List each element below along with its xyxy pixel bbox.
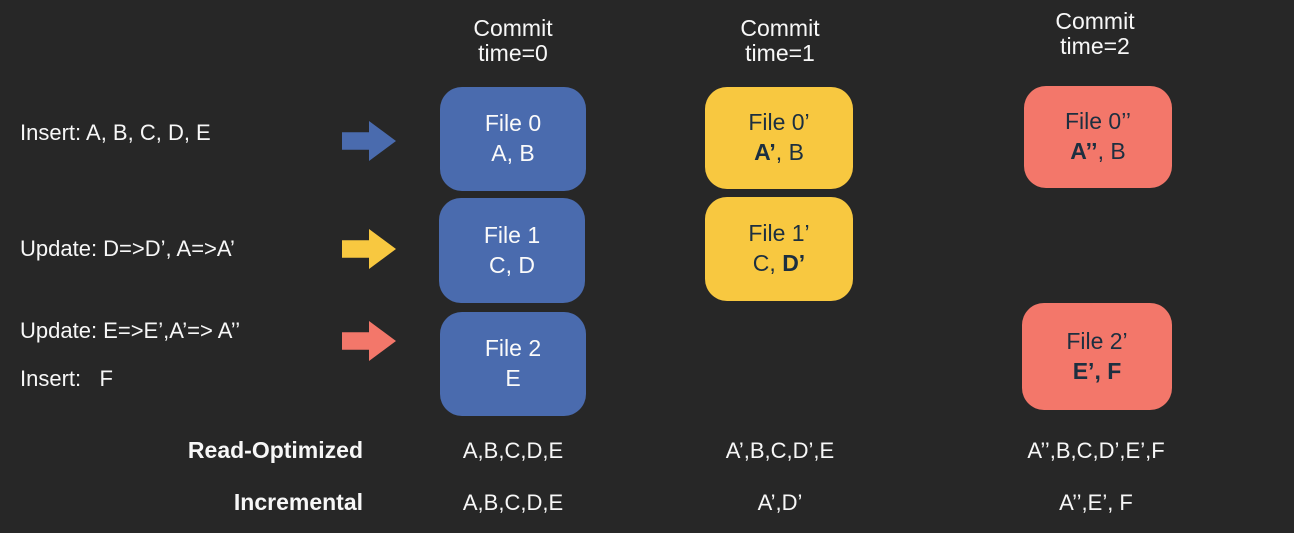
- file-box-title: File 2’: [1066, 327, 1128, 354]
- arrow-right-icon-yellow: [342, 229, 396, 269]
- operation-label-insert-f: Insert: F: [20, 366, 113, 391]
- incremental-value-commit-2: A’’,E’, F: [1059, 490, 1133, 515]
- read-optimized-value-commit-1: A’,B,C,D’,E: [725, 438, 835, 463]
- file-box-title: File 0’’: [1064, 108, 1132, 135]
- read-optimized-value-commit-0: A,B,C,D,E: [462, 438, 564, 463]
- read-optimized-value-commit-2: A’’,B,C,D’,E’,F: [1027, 438, 1165, 463]
- column-header-commit-time-0: Commit time=0: [473, 15, 553, 67]
- file-box-file2: File 2 E: [440, 312, 586, 416]
- file-box-title: File 2: [484, 335, 542, 362]
- file-box-contents: E’, F: [1072, 357, 1122, 384]
- file-box-contents: C, D: [489, 251, 535, 278]
- file-box-contents: A, B: [491, 140, 535, 166]
- file-box-file0: File 0 A, B: [440, 87, 586, 191]
- file-box-contents: E: [505, 365, 521, 391]
- operation-label-update-e-a: Update: E=>E’,A’=> A’’: [20, 318, 241, 343]
- file-box-contents: A’, B: [754, 139, 804, 165]
- column-header-commit-time-1: Commit time=1: [740, 15, 820, 67]
- file-box-file0-prime: File 0’ A’, B: [705, 87, 853, 189]
- operation-label-insert-abcde: Insert: A, B, C, D, E: [20, 120, 211, 145]
- file-box-contents: C, D’: [752, 250, 806, 276]
- file-box-title: File 0: [484, 110, 542, 137]
- file-box-title: File 1’: [748, 220, 810, 247]
- incremental-value-commit-1: A’,D’: [757, 490, 803, 515]
- arrow-right-icon-red: [342, 321, 396, 361]
- file-box-file1-prime: File 1’ C, D’: [705, 197, 853, 301]
- file-box-file0-double-prime: File 0’’ A’’, B: [1024, 86, 1172, 188]
- operation-label-update-d-a: Update: D=>D’, A=>A’: [20, 236, 235, 261]
- row-label-incremental: Incremental: [233, 489, 363, 515]
- row-label-read-optimized: Read-Optimized: [187, 437, 363, 463]
- file-box-file1: File 1 C, D: [439, 198, 585, 303]
- file-box-file2-prime: File 2’ E’, F: [1022, 303, 1172, 410]
- file-box-title: File 0’: [748, 109, 810, 136]
- column-header-commit-time-2: Commit time=2: [1055, 8, 1135, 60]
- arrow-right-icon-blue: [342, 121, 396, 161]
- file-box-title: File 1: [483, 221, 541, 248]
- file-box-contents: A’’, B: [1070, 138, 1126, 164]
- incremental-value-commit-0: A,B,C,D,E: [462, 490, 564, 515]
